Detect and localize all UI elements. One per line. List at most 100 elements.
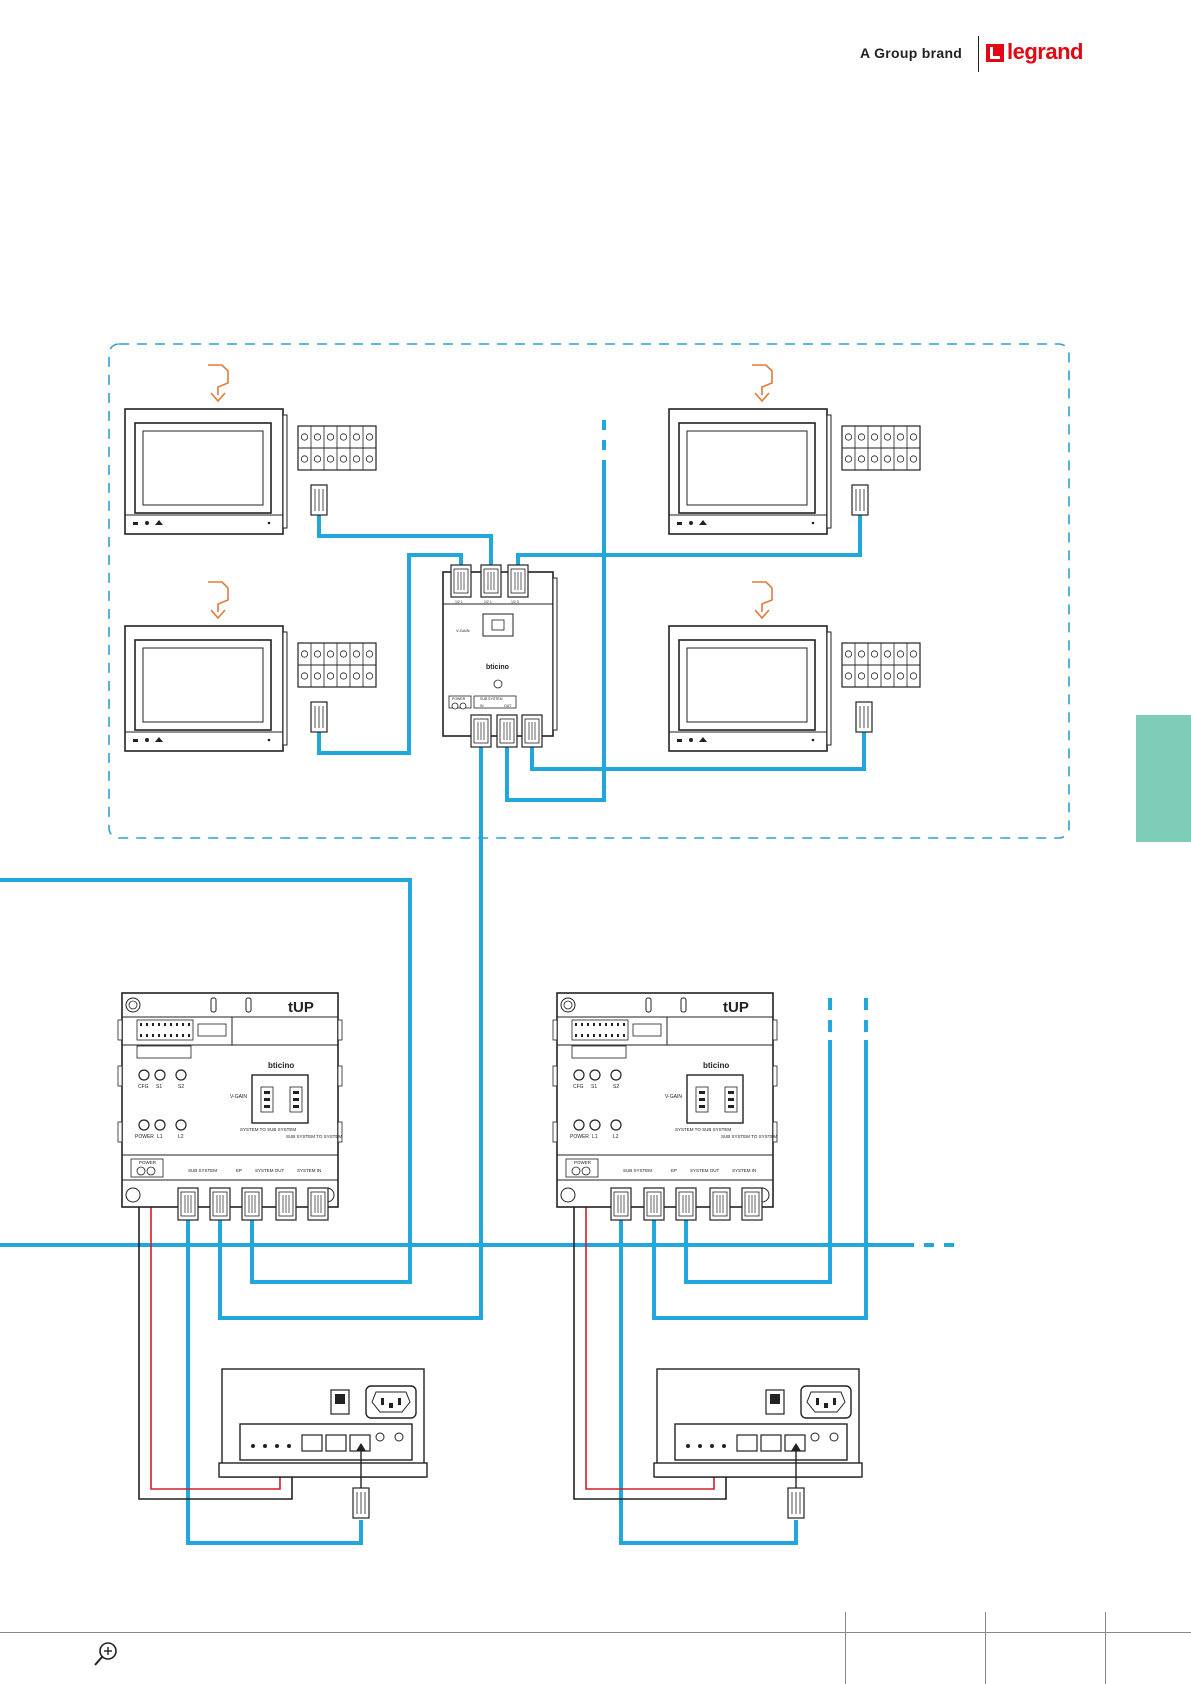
- port-label-system-out: SYSTEM OUT: [255, 1168, 285, 1173]
- led-label-l1: L1: [592, 1134, 598, 1140]
- page-footer: [0, 1612, 1191, 1684]
- port-label-system-in: SYSTEM IN: [297, 1168, 321, 1173]
- led-label-s2: S2: [178, 1084, 184, 1090]
- controller-brand: bticino: [268, 1061, 294, 1070]
- monitor-icon: [668, 408, 832, 535]
- rj-plug-icon: [352, 1487, 370, 1519]
- distributor-brand: bticino: [486, 664, 509, 671]
- rj-socket-icon: [496, 714, 518, 748]
- led-label-l2: L2: [613, 1134, 619, 1140]
- orange-arrow-icon: [207, 581, 229, 619]
- orange-arrow-icon: [751, 364, 773, 402]
- distributor-port-label-2: 1/2 1: [484, 600, 492, 604]
- led-label-power: POWER: [570, 1134, 589, 1140]
- rj-plug-icon: [787, 1487, 805, 1519]
- distributor-sub-system-label: SUB SYSTEM: [480, 697, 503, 701]
- rj-socket-icon: [307, 1187, 329, 1221]
- switch-label-system-to-sub: SYSTEM TO SUB SYSTEM: [675, 1127, 731, 1132]
- rj-socket-icon: [450, 564, 472, 598]
- port-label-ep: EP: [671, 1168, 677, 1173]
- video-distributor: V-GAIN bticino POWER SUB SYSTEM IN OUT 1…: [442, 564, 558, 748]
- port-label-ep: EP: [236, 1168, 242, 1173]
- brand-divider: [978, 36, 979, 72]
- distributor-power-label: POWER: [452, 697, 466, 701]
- rj-socket-icon: [521, 714, 543, 748]
- rj-socket-icon: [275, 1187, 297, 1221]
- brand-tagline: A Group brand: [860, 45, 963, 61]
- rj-socket-icon: [643, 1187, 665, 1221]
- led-label-cfg: CFG: [138, 1084, 149, 1090]
- power-supply-1: [218, 1368, 428, 1519]
- switch-label-sub-to-system: SUB SYSTEM TO SYSTEM: [721, 1134, 777, 1139]
- switch-label-sub-to-system: SUB SYSTEM TO SYSTEM: [286, 1134, 342, 1139]
- controller-logo: tUP: [288, 999, 314, 1016]
- controller-1: tUP CFG S1 S2 POWER L1 L2 bticino V-GAIN: [117, 992, 343, 1221]
- rj-plug-icon: [851, 484, 869, 516]
- rj-socket-icon: [741, 1187, 763, 1221]
- led-label-l2: L2: [178, 1134, 184, 1140]
- controller-brand: bticino: [703, 1061, 729, 1070]
- led-label-l1: L1: [157, 1134, 163, 1140]
- section-side-tab[interactable]: [1136, 715, 1191, 842]
- legrand-logo-icon: [986, 44, 1004, 62]
- monitor-top-right: [668, 364, 921, 535]
- wiring-diagram: V-GAIN bticino POWER SUB SYSTEM IN OUT 1…: [0, 343, 1070, 1545]
- terminal-block-icon: [297, 642, 377, 688]
- port-label-sub-system: SUB SYSTEM: [623, 1168, 652, 1173]
- rj-socket-icon: [507, 564, 529, 598]
- led-label-power: POWER: [135, 1134, 154, 1140]
- system-bus-cabling: [0, 878, 900, 1545]
- controller-power-label: POWER: [574, 1160, 592, 1165]
- port-label-system-in: SYSTEM IN: [732, 1168, 756, 1173]
- rj-socket-icon: [470, 714, 492, 748]
- rj-socket-icon: [480, 564, 502, 598]
- port-label-system-out: SYSTEM OUT: [690, 1168, 720, 1173]
- dashed-continuation: [828, 998, 954, 1247]
- footer-separator: [845, 1612, 846, 1684]
- brand-logo-text: legrand: [1007, 39, 1083, 64]
- controller-vgain-label: V-GAIN: [230, 1094, 247, 1100]
- monitor-bottom-left: [124, 581, 377, 752]
- rj-socket-icon: [177, 1187, 199, 1221]
- rj-plug-icon: [310, 484, 328, 516]
- led-label-s1: S1: [591, 1084, 597, 1090]
- rj-socket-icon: [209, 1187, 231, 1221]
- distributor-port-label-1: 1/2 1: [455, 600, 463, 604]
- power-supply-2: [653, 1368, 863, 1519]
- rj-socket-icon: [709, 1187, 731, 1221]
- terminal-block-icon: [297, 425, 377, 471]
- rj-plug-icon: [855, 701, 873, 733]
- led-label-cfg: CFG: [573, 1084, 584, 1090]
- controller-power-label: POWER: [139, 1160, 157, 1165]
- controller-2: tUP CFG S1 S2 POWER L1 L2 bticino V-GAIN: [552, 992, 778, 1221]
- monitor-icon: [124, 625, 288, 752]
- rj-plug-icon: [310, 701, 328, 733]
- orange-arrow-icon: [751, 581, 773, 619]
- distributor-cabling: [218, 470, 866, 1320]
- distributor-out-label: OUT: [504, 704, 512, 708]
- zoom-in-icon[interactable]: [92, 1640, 120, 1668]
- monitor-top-left: [124, 364, 377, 535]
- footer-separator: [1105, 1612, 1106, 1684]
- installation-area-frame: [108, 343, 1070, 839]
- switch-label-system-to-sub: SYSTEM TO SUB SYSTEM: [240, 1127, 296, 1132]
- led-label-s1: S1: [156, 1084, 162, 1090]
- distributor-in-label: IN: [480, 704, 484, 708]
- rj-socket-icon: [241, 1187, 263, 1221]
- terminal-block-icon: [841, 425, 921, 471]
- rj-socket-icon: [610, 1187, 632, 1221]
- port-label-sub-system: SUB SYSTEM: [188, 1168, 217, 1173]
- monitor-icon: [668, 625, 832, 752]
- controller-vgain-label: V-GAIN: [665, 1094, 682, 1100]
- controller-logo: tUP: [723, 999, 749, 1016]
- distributor-vgain-label: V-GAIN: [456, 628, 470, 633]
- orange-arrow-icon: [207, 364, 229, 402]
- brand-header: A Group brand legrand: [860, 36, 1083, 72]
- footer-rule: [0, 1632, 1191, 1633]
- led-label-s2: S2: [613, 1084, 619, 1090]
- rj-socket-icon: [675, 1187, 697, 1221]
- monitor-bottom-right: [668, 581, 921, 752]
- monitor-icon: [124, 408, 288, 535]
- footer-separator: [985, 1612, 986, 1684]
- terminal-block-icon: [841, 642, 921, 688]
